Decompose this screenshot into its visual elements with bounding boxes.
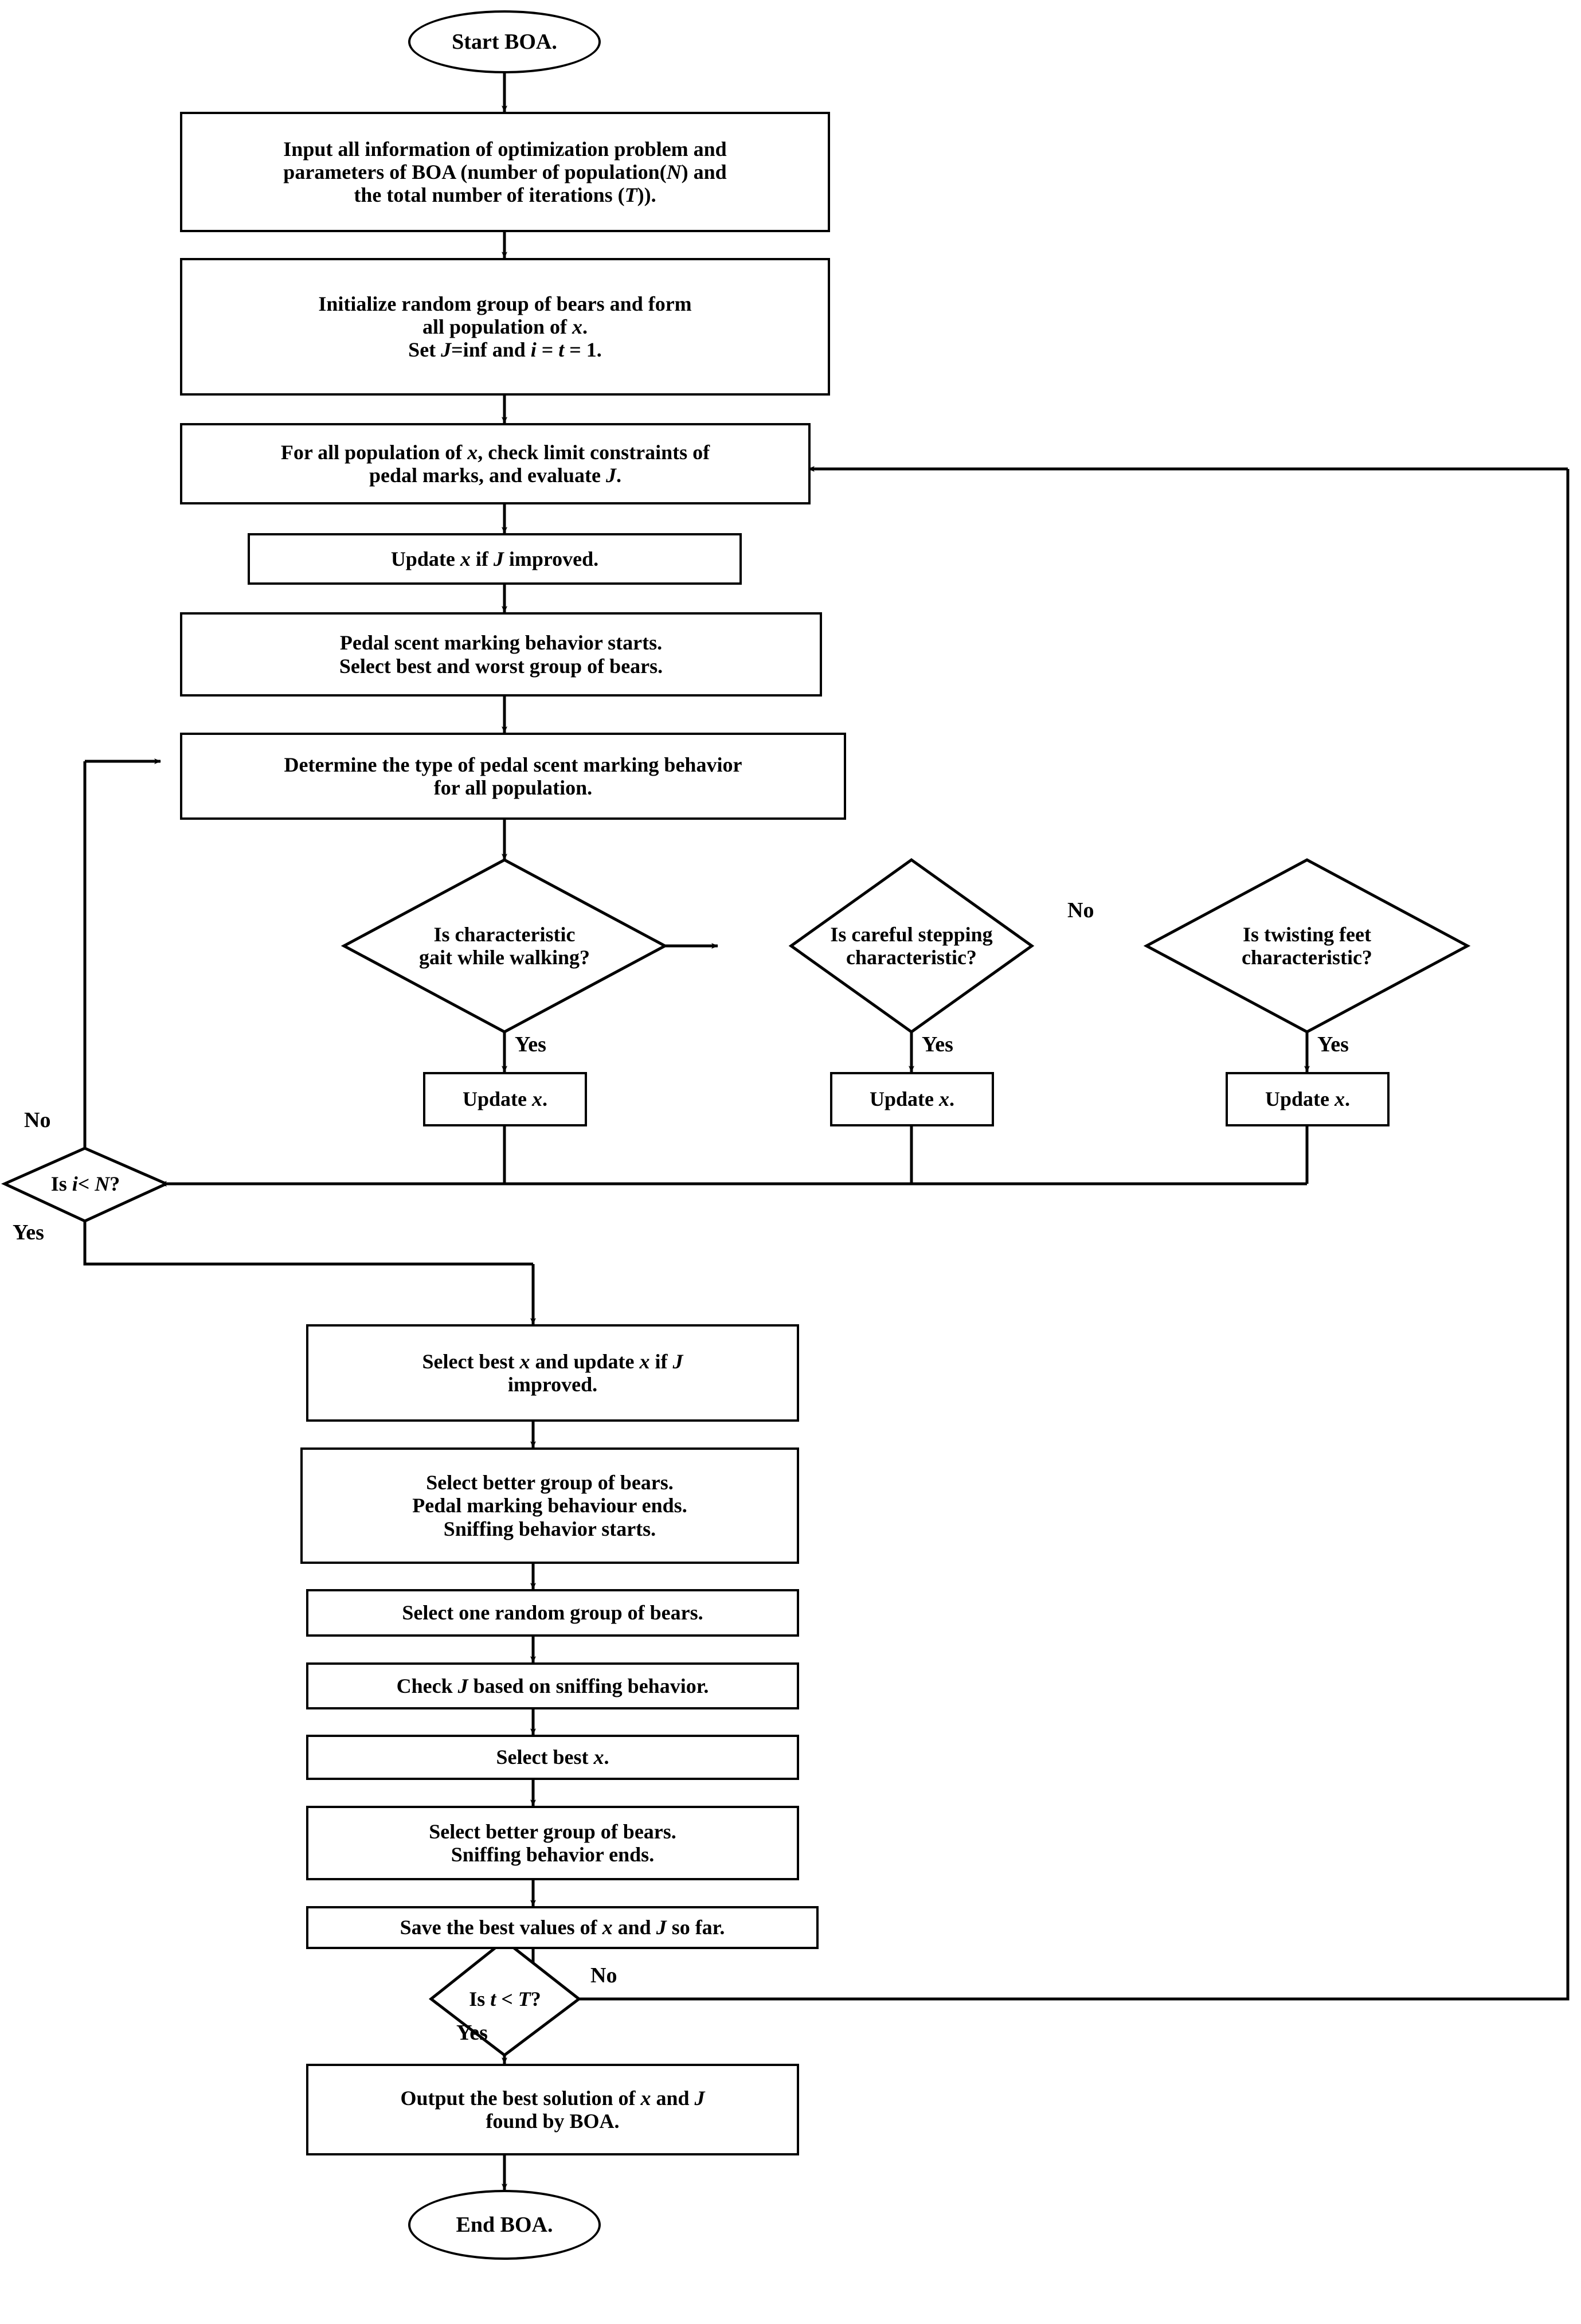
node-output[interactable]: Output the best solution of x and J foun…: [306, 2064, 799, 2155]
node-save-best-label: Save the best values of x and J so far.: [400, 1916, 725, 1939]
node-determine-type[interactable]: Determine the type of pedal scent markin…: [180, 733, 846, 820]
decision-gait: [341, 858, 668, 1034]
edge-label-no-i-lt-n: No: [24, 1108, 51, 1132]
decision-stepping: [788, 858, 1035, 1034]
node-update3-label: Update x.: [1265, 1087, 1350, 1111]
node-select-random-group-label: Select one random group of bears.: [402, 1601, 703, 1625]
node-decision-twisting-label: Is twisting feet characteristic?: [1242, 922, 1372, 969]
node-initialize-label: Initialize random group of bears and for…: [318, 292, 692, 362]
node-update2[interactable]: Update x.: [830, 1072, 994, 1126]
node-decision-i-lt-n[interactable]: Is i< N?: [10, 1165, 161, 1203]
node-end[interactable]: End BOA.: [408, 2190, 601, 2260]
node-select-better-sniff-end[interactable]: Select better group of bears. Sniffing b…: [306, 1806, 799, 1880]
edge-label-no-stepping-to-twisting: No: [1067, 898, 1094, 922]
edge-label-yes-stepping: Yes: [922, 1032, 953, 1057]
node-decision-i-lt-n-label: Is i< N?: [50, 1172, 120, 1195]
node-select-better-sniff-start-label: Select better group of bears. Pedal mark…: [412, 1471, 687, 1540]
node-check-j-sniffing-label: Check J based on sniffing behavior.: [396, 1674, 709, 1697]
node-check-limits-label: For all population of x, check limit con…: [280, 440, 710, 487]
node-decision-gait-label: Is characteristic gait while walking?: [418, 922, 590, 969]
node-select-better-sniff-end-label: Select better group of bears. Sniffing b…: [429, 1820, 676, 1866]
edge-label-yes-i-lt-n: Yes: [13, 1220, 44, 1245]
node-pedal-start[interactable]: Pedal scent marking behavior starts. Sel…: [180, 612, 822, 697]
edge-label-no-t-lt-T: No: [590, 1963, 617, 1987]
node-output-label: Output the best solution of x and J foun…: [400, 2086, 705, 2133]
node-start[interactable]: Start BOA.: [408, 10, 601, 73]
node-initialize[interactable]: Initialize random group of bears and for…: [180, 258, 830, 396]
node-input[interactable]: Input all information of optimization pr…: [180, 112, 830, 232]
node-decision-t-lt-T[interactable]: Is t < T?: [433, 1981, 577, 2017]
node-select-best-x[interactable]: Select best x.: [306, 1735, 799, 1780]
node-select-best-x-label: Select best x.: [496, 1746, 609, 1769]
node-update2-label: Update x.: [869, 1087, 954, 1111]
node-pedal-start-label: Pedal scent marking behavior starts. Sel…: [339, 631, 663, 678]
node-decision-gait[interactable]: Is characteristic gait while walking?: [367, 900, 642, 992]
node-select-better-sniff-start[interactable]: Select better group of bears. Pedal mark…: [300, 1447, 799, 1564]
node-determine-type-label: Determine the type of pedal scent markin…: [284, 753, 742, 799]
node-decision-stepping-label: Is careful stepping characteristic?: [830, 922, 993, 969]
node-start-label: Start BOA.: [452, 29, 557, 54]
node-select-random-group[interactable]: Select one random group of bears.: [306, 1589, 799, 1637]
node-select-best-update-label: Select best x and update x if J improved…: [422, 1349, 683, 1396]
node-end-label: End BOA.: [456, 2212, 553, 2237]
node-check-limits[interactable]: For all population of x, check limit con…: [180, 423, 811, 504]
node-update-if-improved[interactable]: Update x if J improved.: [248, 533, 742, 585]
edge-label-yes-gait: Yes: [515, 1032, 546, 1057]
node-save-best[interactable]: Save the best values of x and J so far.: [306, 1906, 819, 1949]
node-check-j-sniffing[interactable]: Check J based on sniffing behavior.: [306, 1662, 799, 1709]
node-input-label: Input all information of optimization pr…: [283, 137, 727, 207]
decision-twisting: [1143, 858, 1471, 1034]
decision-t-lt-T: [428, 1938, 582, 2057]
node-decision-stepping[interactable]: Is careful stepping characteristic?: [785, 900, 1038, 992]
node-update-if-improved-label: Update x if J improved.: [390, 547, 599, 570]
edge-label-yes-t-lt-T: Yes: [456, 2021, 488, 2045]
node-decision-twisting[interactable]: Is twisting feet characteristic?: [1181, 900, 1433, 992]
node-update3[interactable]: Update x.: [1226, 1072, 1390, 1126]
node-update1[interactable]: Update x.: [423, 1072, 587, 1126]
node-decision-t-lt-T-label: Is t < T?: [469, 1987, 541, 2010]
node-select-best-update[interactable]: Select best x and update x if J improved…: [306, 1324, 799, 1422]
edge-label-yes-twisting: Yes: [1317, 1032, 1349, 1057]
node-update1-label: Update x.: [462, 1087, 547, 1111]
decision-i-lt-n: [1, 1147, 170, 1223]
